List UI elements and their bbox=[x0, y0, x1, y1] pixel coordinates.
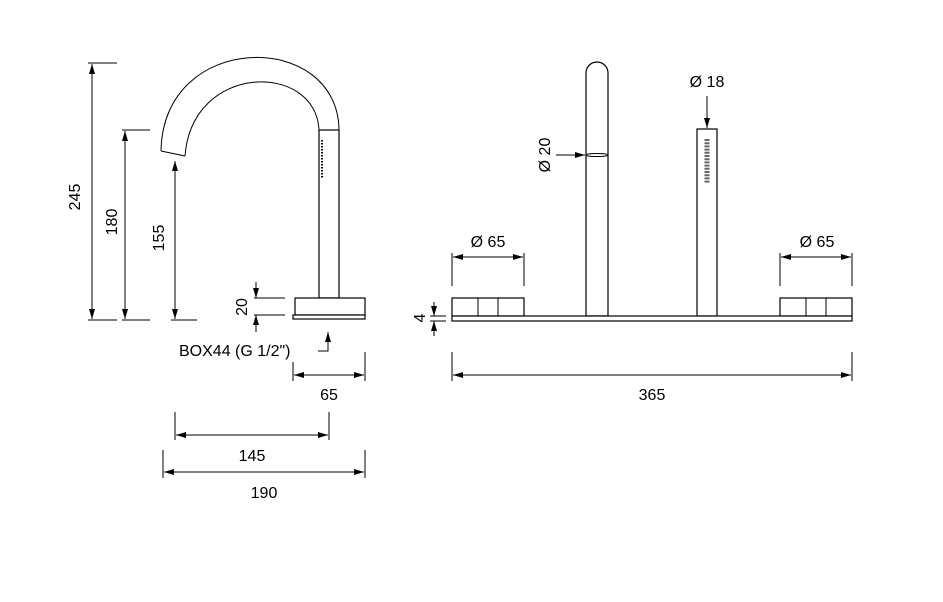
dim-right-handle-diameter: Ø 65 bbox=[779, 234, 853, 286]
dim-190-label: 190 bbox=[251, 485, 278, 502]
dim-right-d65-label: Ø 65 bbox=[800, 234, 835, 251]
dim-left-d65-label: Ø 65 bbox=[471, 234, 506, 251]
dim-spout-reach: 145 bbox=[174, 412, 330, 465]
dim-base-height: 20 bbox=[234, 282, 285, 332]
box-label: BOX44 (G 1/2") bbox=[179, 343, 291, 360]
dim-plate-thickness: 4 bbox=[412, 302, 446, 336]
dim-145-label: 145 bbox=[239, 448, 266, 465]
dim-total-width: 365 bbox=[451, 352, 853, 404]
dim-d20-label: Ø 20 bbox=[537, 138, 554, 173]
base-plate bbox=[451, 315, 853, 322]
front-view: Ø 18 Ø 20 Ø 65 Ø 65 4 bbox=[412, 61, 853, 404]
dim-155-label: 155 bbox=[151, 225, 168, 252]
dim-spout-height: 180 bbox=[104, 129, 150, 321]
dim-total-height: 245 bbox=[67, 62, 117, 321]
dim-65-label: 65 bbox=[320, 387, 338, 404]
dim-180-label: 180 bbox=[104, 209, 121, 236]
box-callout: BOX44 (G 1/2") bbox=[179, 332, 331, 360]
dim-spout-diameter: Ø 20 bbox=[537, 138, 585, 173]
side-view: 245 180 155 20 BOX44 (G 1/2") bbox=[67, 57, 366, 502]
dim-d18-label: Ø 18 bbox=[690, 74, 725, 91]
faucet-front-profile bbox=[451, 61, 853, 322]
faucet-side-profile bbox=[160, 57, 366, 320]
dim-245-label: 245 bbox=[67, 184, 84, 211]
dim-outlet-height: 155 bbox=[151, 161, 197, 321]
right-handle bbox=[779, 297, 853, 317]
left-handle bbox=[451, 297, 525, 317]
dim-365-label: 365 bbox=[639, 387, 666, 404]
dim-total-depth: 190 bbox=[162, 450, 366, 502]
dim-left-handle-diameter: Ø 65 bbox=[451, 234, 525, 286]
dim-4-label: 4 bbox=[412, 313, 429, 322]
dim-20-label: 20 bbox=[234, 298, 251, 316]
dim-base-width: 65 bbox=[292, 352, 366, 404]
dim-handshower-diameter: Ø 18 bbox=[690, 74, 725, 128]
